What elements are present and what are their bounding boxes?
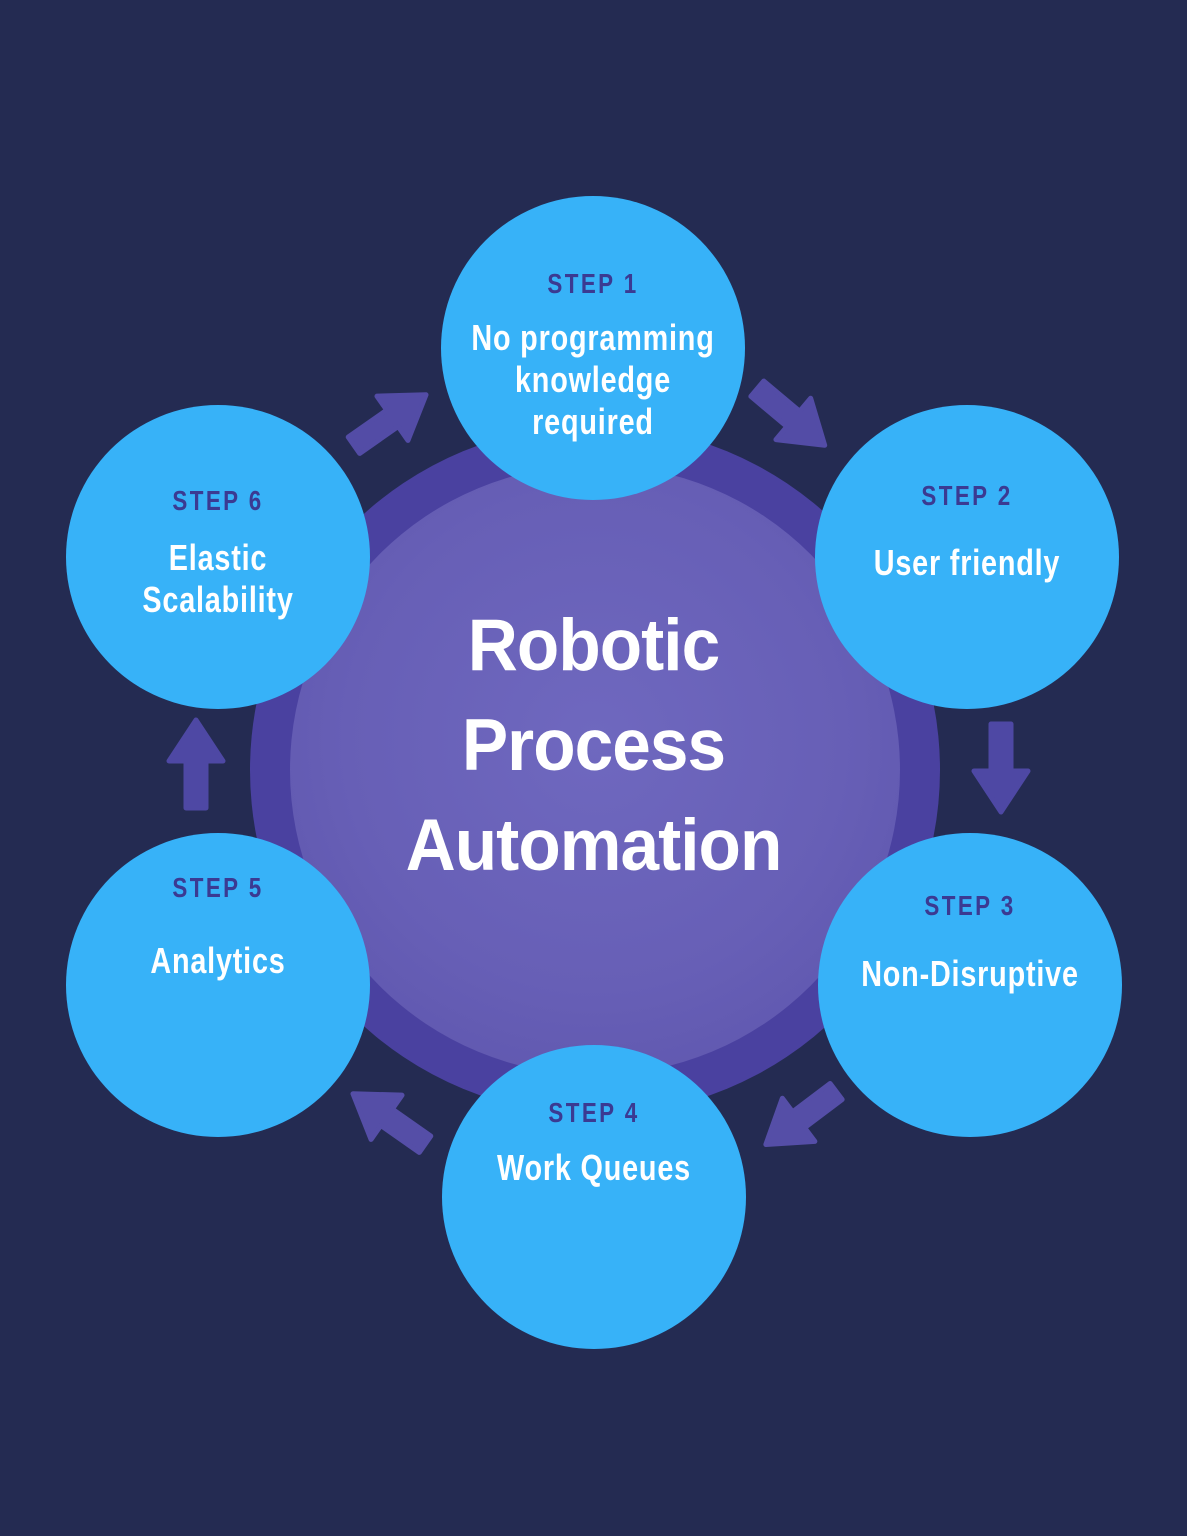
step-1-label: STEP 1 bbox=[547, 268, 639, 299]
step-1-text: No programming knowledge required bbox=[471, 317, 715, 442]
step-2-text: User friendly bbox=[873, 542, 1061, 583]
arrow-up-left-icon bbox=[333, 1067, 444, 1170]
step-4-text: Work Queues bbox=[497, 1147, 691, 1188]
step-5-text: Analytics bbox=[150, 940, 286, 981]
step-5-label: STEP 5 bbox=[172, 872, 264, 903]
step-2-label: STEP 2 bbox=[921, 480, 1013, 511]
step-3-label: STEP 3 bbox=[924, 890, 1016, 921]
step-3-text: Non-Disruptive bbox=[861, 953, 1079, 994]
step-1-circle: STEP 1 No programming knowledge required bbox=[441, 196, 745, 500]
arrow-down-icon bbox=[971, 721, 1031, 815]
step-5-circle: STEP 5 Analytics bbox=[66, 833, 370, 1137]
arrow-up-right-icon bbox=[334, 368, 445, 471]
arrow-down-right-icon bbox=[736, 364, 847, 470]
step-4-circle: STEP 4 Work Queues bbox=[442, 1045, 746, 1349]
step-2-circle: STEP 2 User friendly bbox=[815, 405, 1119, 709]
arrow-down-left-icon bbox=[745, 1066, 856, 1170]
step-4-label: STEP 4 bbox=[548, 1097, 640, 1128]
step-6-text: Elastic Scalability bbox=[142, 537, 294, 620]
center-inner-circle bbox=[290, 465, 900, 1075]
center-title: Robotic Process Automation bbox=[405, 605, 783, 886]
arrow-up-icon bbox=[166, 717, 226, 811]
step-3-circle: STEP 3 Non-Disruptive bbox=[818, 833, 1122, 1137]
step-6-label: STEP 6 bbox=[172, 485, 264, 516]
step-6-circle: STEP 6 Elastic Scalability bbox=[66, 405, 370, 709]
